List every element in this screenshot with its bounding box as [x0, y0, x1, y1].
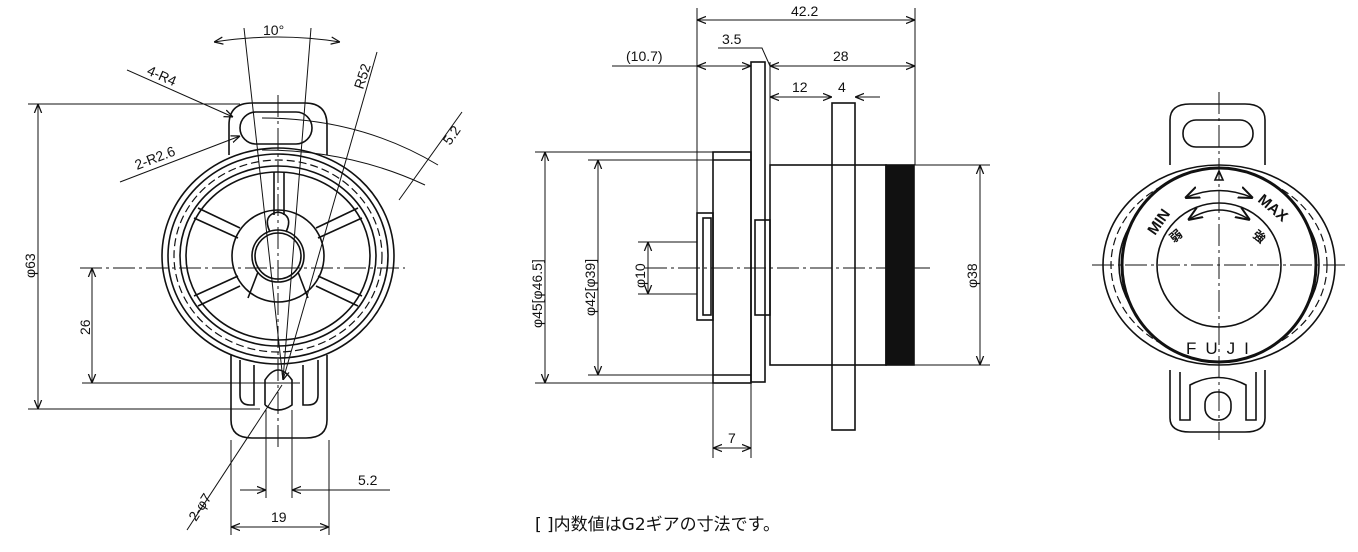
brand-label: FUJI	[1186, 339, 1258, 358]
front-view: 10° R52 5.2 4-R4 2-R2.6 φ63 26 2-φ7 5.2	[22, 22, 464, 535]
flange-dia-label: φ45[φ46.5]	[529, 259, 545, 328]
knob-dia-label: φ38	[964, 263, 980, 288]
slot-width-top-label: 5.2	[439, 122, 463, 147]
r52-label: R52	[351, 61, 374, 91]
offset-label: 26	[77, 319, 93, 335]
lug-width-label: 19	[271, 509, 287, 525]
body-length-label: 28	[833, 48, 849, 64]
pin-width-label: 4	[838, 79, 846, 95]
overall-length-label: 42.2	[791, 3, 818, 19]
side-view: 42.2 (10.7) 3.5 28 12 4 φ45[φ46.5] φ42[φ…	[529, 3, 990, 458]
flange-inner-dia-label: φ42[φ39]	[582, 259, 598, 316]
slot-width-bottom-label: 5.2	[358, 472, 378, 488]
dial-view: MIN MAX 弱 強 FUJI	[1092, 92, 1346, 440]
dimension-note: [ ]内数値はG2ギアの寸法です。	[535, 515, 780, 535]
diameter-label: φ63	[22, 253, 38, 278]
angle-label: 10°	[263, 22, 284, 38]
flange-offset-label: (10.7)	[626, 48, 663, 64]
flange-thickness-label: 7	[728, 430, 736, 446]
shaft-dia-label: φ10	[632, 263, 648, 288]
pin-offset-label: 12	[792, 79, 808, 95]
flange-gap-label: 3.5	[722, 31, 742, 47]
